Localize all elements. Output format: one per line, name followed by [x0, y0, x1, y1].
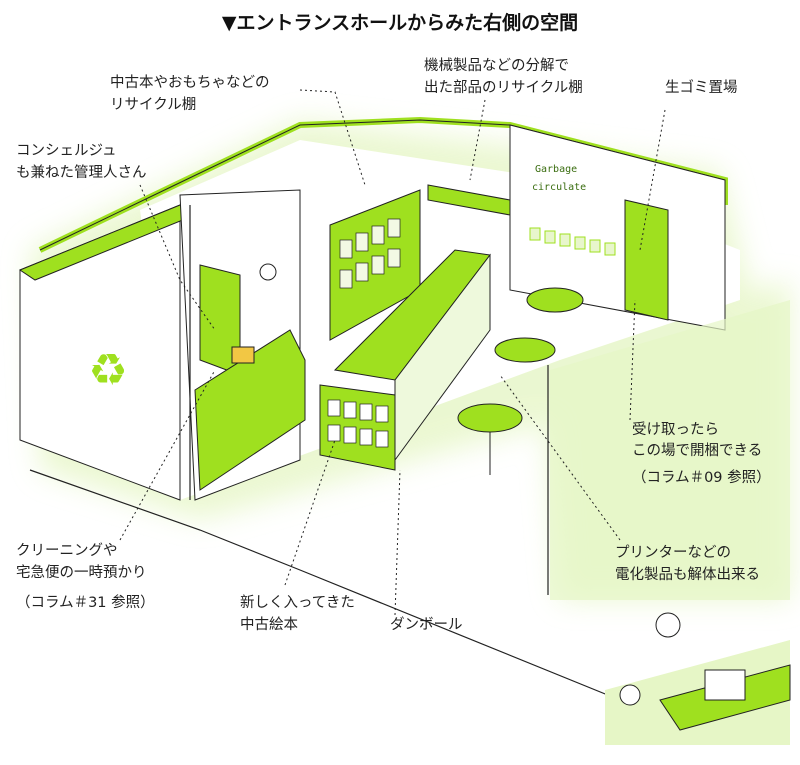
- label-line: も兼ねた管理人さん: [16, 165, 147, 181]
- label-line: （コラム＃09 参照）: [632, 470, 771, 486]
- label-line: （コラム＃31 参照）: [16, 595, 155, 611]
- right-partition: [550, 300, 790, 600]
- wall-sign-line-1: Garbage: [535, 164, 577, 175]
- label-cardboard: ダンボール: [390, 614, 463, 636]
- label-line: 中古絵本: [240, 617, 298, 633]
- wall-sign-line-2: circulate: [532, 182, 586, 193]
- label-line: 電化製品も解体出来る: [615, 567, 760, 583]
- label-line: クリーニングや: [16, 543, 118, 559]
- leader-lines: [119, 89, 666, 616]
- recycle-icon: ♻: [88, 345, 127, 396]
- label-line: 機械製品などの分解で: [424, 58, 569, 74]
- label-line: 中古本やおもちゃなどの: [110, 75, 270, 91]
- label-line: この場で開梱できる: [632, 443, 763, 459]
- counter: [194, 329, 306, 491]
- label-line: 生ゴミ置場: [665, 80, 738, 96]
- table: [494, 337, 556, 363]
- label-storage: クリーニングや 宅急便の一時預かり （コラム＃31 参照）: [16, 540, 155, 614]
- label-line: コンシェルジュ: [16, 143, 117, 159]
- label-recycle-shelf: 中古本やおもちゃなどの リサイクル棚: [110, 72, 270, 116]
- label-concierge: コンシェルジュ も兼ねた管理人さん: [16, 140, 147, 184]
- garbage-door: [624, 199, 669, 321]
- label-printer: プリンターなどの 電化製品も解体出来る: [615, 542, 760, 586]
- label-line: ダンボール: [390, 617, 463, 633]
- label-line: 宅急便の一時預かり: [16, 565, 147, 581]
- parcel: [231, 346, 255, 364]
- label-line: 新しく入ってきた: [240, 595, 355, 611]
- label-garbage: 生ゴミ置場: [665, 77, 738, 99]
- table: [526, 287, 584, 313]
- label-unpack: 受け取ったら この場で開梱できる （コラム＃09 参照）: [632, 420, 771, 489]
- floor-edge: [29, 469, 621, 701]
- table: [457, 403, 523, 433]
- label-parts-shelf: 機械製品などの分解で 出た部品のリサイクル棚: [424, 55, 583, 99]
- label-line: プリンターなどの: [615, 545, 731, 561]
- label-line: 出た部品のリサイクル棚: [424, 80, 583, 96]
- label-line: リサイクル棚: [110, 97, 197, 113]
- clock-icon: [259, 263, 277, 281]
- label-picture-books: 新しく入ってきた 中古絵本: [240, 592, 355, 636]
- label-line: 受け取ったら: [632, 422, 719, 438]
- printer-workbench-inset: [605, 612, 791, 745]
- page-title: ▼エントランスホールからみた右側の空間: [221, 12, 579, 34]
